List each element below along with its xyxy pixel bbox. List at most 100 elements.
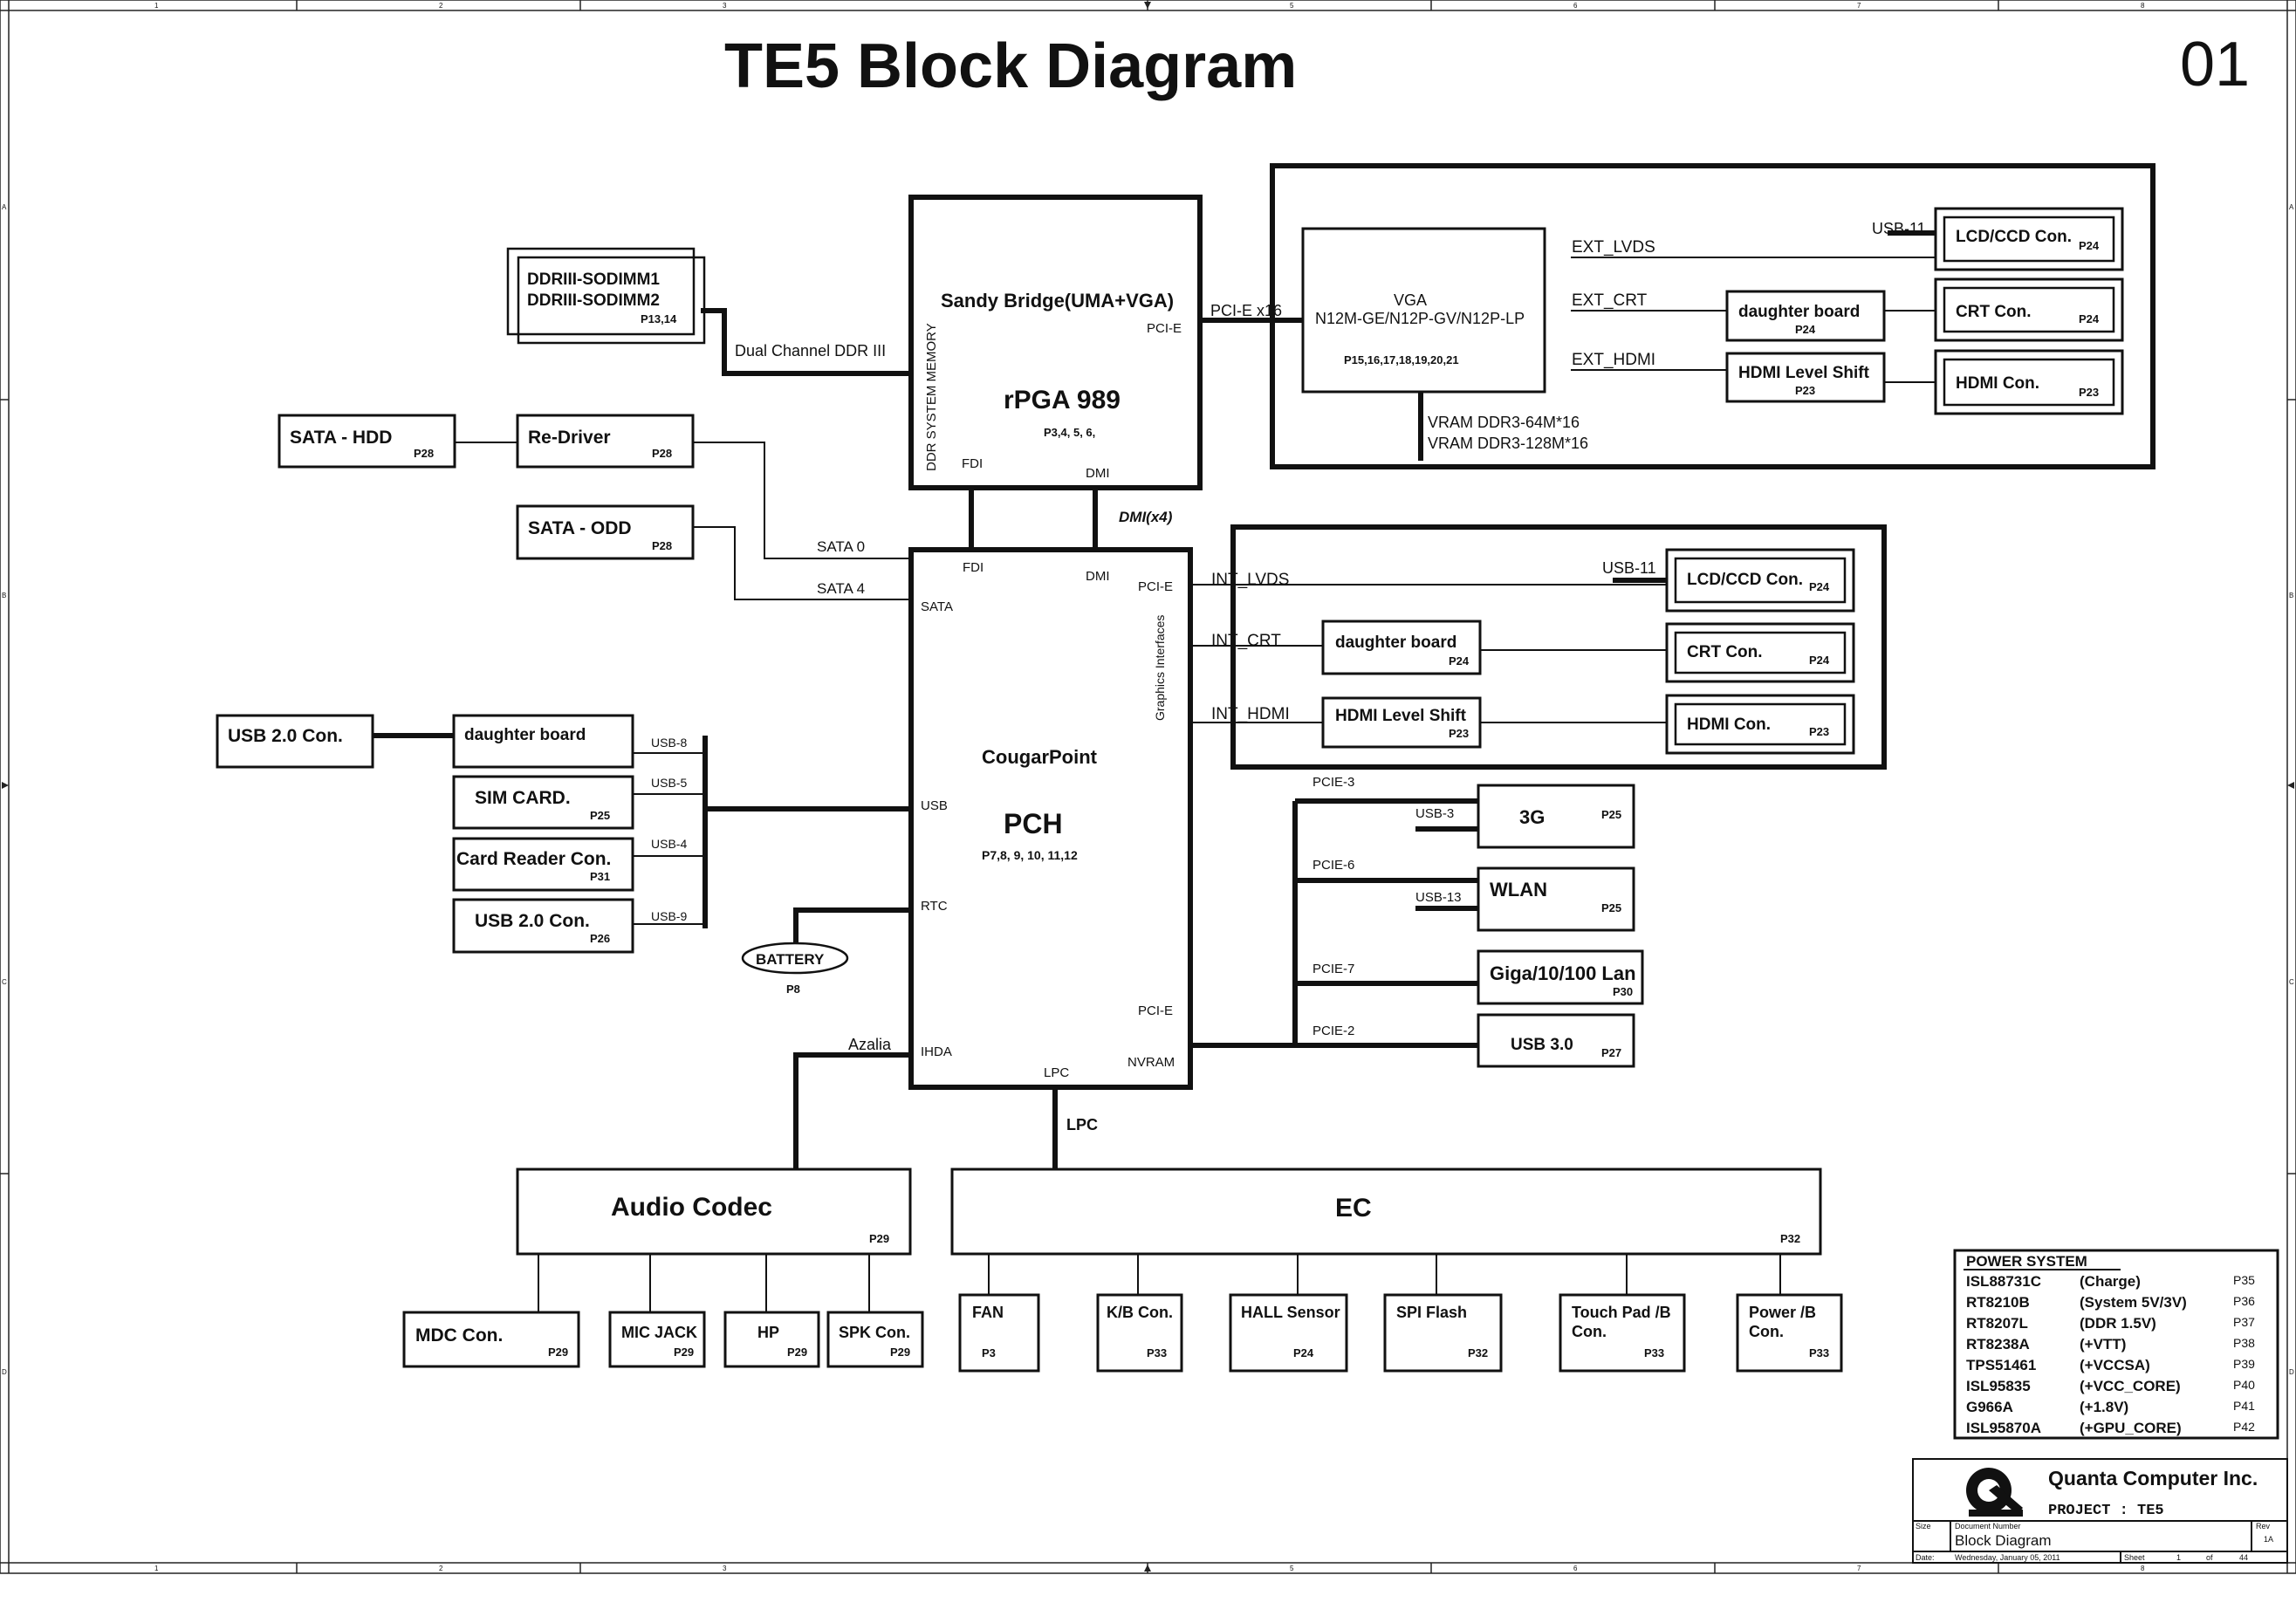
- ext-crt-con-label: CRT Con.: [1956, 303, 2032, 321]
- sim-card-page: P25: [590, 809, 610, 822]
- power-row-3-desc: (DDR 1.5V): [2080, 1315, 2156, 1332]
- power-row-4-desc: (+VTT): [2080, 1336, 2126, 1352]
- ext-daughter-board-label: daughter board: [1738, 303, 1860, 321]
- of-label: of: [2206, 1553, 2213, 1562]
- power-page: P33: [1809, 1346, 1829, 1359]
- size-label: Size: [1916, 1522, 1931, 1531]
- int-graphics-frame: INT_LVDS INT_CRT INT_HDMI USB-11 daughte…: [1211, 524, 1887, 770]
- power-row-7-page: P41: [2233, 1399, 2255, 1413]
- ext-lcd-label: LCD/CCD Con.: [1956, 228, 2072, 246]
- border-row-d: D: [2, 1368, 7, 1376]
- power-row-5-page: P39: [2233, 1357, 2255, 1371]
- int-daughter-board-page: P24: [1449, 654, 1470, 668]
- usb13-label: USB-13: [1415, 890, 1462, 905]
- ec-page: P32: [1780, 1232, 1800, 1245]
- int-daughter-board-box: [1321, 620, 1482, 675]
- int-crt-con-label: CRT Con.: [1687, 643, 1763, 661]
- touch-page: P33: [1644, 1346, 1664, 1359]
- center-mark-arrow-left: [2, 782, 9, 789]
- mdc-box: [402, 1311, 580, 1368]
- battery-page: P8: [786, 983, 800, 996]
- border-col-1-bottom: 1: [154, 1565, 159, 1572]
- border-col-3-bottom: 3: [723, 1565, 727, 1572]
- pch-chip: PCH: [1004, 808, 1063, 839]
- pch-port-rtc: RTC: [921, 899, 948, 914]
- azalia-label: Azalia: [848, 1036, 892, 1053]
- pch-port-ihda: IHDA: [921, 1044, 952, 1059]
- fan-label: FAN: [972, 1304, 1004, 1321]
- power-system-table: POWER SYSTEM ISL88731C (Charge) P35 RT82…: [1953, 1249, 2279, 1440]
- border-row-a-right: A: [2289, 203, 2294, 211]
- rev-value: 1A: [2264, 1535, 2273, 1544]
- hall-page: P24: [1293, 1346, 1314, 1359]
- pch-port-fdi: FDI: [963, 560, 984, 575]
- lan-label: Giga/10/100 Lan: [1490, 962, 1636, 984]
- usb2-con-page: P26: [590, 932, 610, 945]
- hp-page: P29: [787, 1346, 807, 1359]
- wlan-page: P25: [1601, 901, 1621, 914]
- sim-card-label: SIM CARD.: [475, 788, 571, 808]
- lan-page: P30: [1613, 985, 1633, 998]
- power-row-5-desc: (+VCCSA): [2080, 1357, 2150, 1373]
- dimm-block: DDRIII-SODIMM1 DDRIII-SODIMM2 P13,14: [506, 247, 706, 345]
- border-col-5-bottom: 5: [1290, 1565, 1294, 1572]
- mic-box: [608, 1311, 706, 1368]
- pch-port-usb: USB: [921, 798, 948, 813]
- g3-page: P25: [1601, 808, 1621, 821]
- border-row-a: A: [2, 203, 7, 211]
- border-row-c-right: C: [2289, 978, 2294, 986]
- power-row-2-part: RT8210B: [1966, 1294, 2030, 1311]
- sata-odd-page: P28: [652, 539, 672, 552]
- cpu-port-fdi: FDI: [962, 456, 983, 471]
- redriver-box: [516, 414, 695, 469]
- usb4-label: USB-4: [651, 837, 687, 851]
- project-name: PROJECT : TE5: [2048, 1503, 2164, 1519]
- cpu-port-dmi: DMI: [1086, 466, 1110, 481]
- of-value: 44: [2239, 1553, 2248, 1562]
- hall-label: HALL Sensor: [1241, 1304, 1340, 1321]
- sata-hdd-box: [278, 414, 456, 469]
- cpu-pages: P3,4, 5, 6,: [1044, 426, 1095, 439]
- cpu-block: Sandy Bridge(UMA+VGA) rPGA 989 P3,4, 5, …: [908, 195, 1203, 490]
- rtc-line: [793, 907, 908, 947]
- dmi-x4-label: DMI(x4): [1119, 509, 1173, 525]
- spk-page: P29: [890, 1346, 910, 1359]
- border-col-6-bottom: 6: [1573, 1565, 1578, 1572]
- power-row-1-page: P35: [2233, 1273, 2255, 1287]
- vga-pages: P15,16,17,18,19,20,21: [1344, 353, 1459, 366]
- spk-label: SPK Con.: [839, 1324, 910, 1341]
- ext-hdmi-box: [1934, 349, 2124, 415]
- usb2-con-label: USB 2.0 Con.: [475, 911, 590, 931]
- border-col-3: 3: [723, 2, 727, 10]
- power-row-3-page: P37: [2233, 1315, 2255, 1329]
- date-value: Wednesday, January 05, 2011: [1955, 1553, 2060, 1562]
- vga-vram2: VRAM DDR3-128M*16: [1428, 435, 1588, 452]
- pcie7-label: PCIE-7: [1312, 962, 1354, 976]
- power-label-1: Power /B: [1749, 1304, 1816, 1321]
- ext-hdmi-con-page: P23: [2079, 386, 2099, 399]
- border-row-b: B: [2, 592, 6, 599]
- usb9-label: USB-9: [651, 909, 687, 923]
- border-col-2-bottom: 2: [439, 1565, 443, 1572]
- ext-hdmi-shift-label: HDMI Level Shift: [1738, 364, 1870, 382]
- border-row-d-right: D: [2289, 1368, 2294, 1376]
- pch-port-pcie-top: PCI-E: [1138, 579, 1173, 594]
- kb-page: P33: [1147, 1346, 1167, 1359]
- pch-name: CougarPoint: [982, 746, 1098, 768]
- fan-page: P3: [982, 1346, 996, 1359]
- ext-hdmi-label: EXT_HDMI: [1572, 351, 1655, 369]
- border-col-6: 6: [1573, 2, 1578, 10]
- touch-label-2: Con.: [1572, 1323, 1607, 1340]
- page-number: 01: [2180, 30, 2250, 99]
- border-col-8: 8: [2141, 2, 2145, 10]
- date-label: Date:: [1916, 1553, 1935, 1562]
- vga-part: N12M-GE/N12P-GV/N12P-LP: [1315, 310, 1525, 327]
- spi-page: P32: [1468, 1346, 1488, 1359]
- ext-crt-label: EXT_CRT: [1572, 291, 1648, 310]
- ddr-bus-line: [701, 308, 908, 376]
- doc-number-value: Block Diagram: [1955, 1532, 2052, 1549]
- card-reader-label: Card Reader Con.: [456, 849, 611, 869]
- sheet-label: Sheet: [2124, 1553, 2145, 1562]
- card-reader-page: P31: [590, 870, 610, 883]
